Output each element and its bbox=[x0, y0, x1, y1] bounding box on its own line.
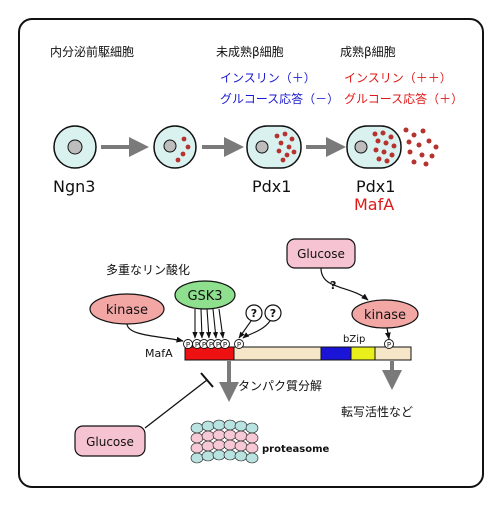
glucose-inhibition-line bbox=[144, 379, 208, 429]
glucose-question: ? bbox=[330, 279, 336, 292]
progenitor-title: 内分泌前駆細胞 bbox=[50, 45, 135, 59]
svg-text:P: P bbox=[216, 341, 220, 349]
question-arrow-2 bbox=[242, 320, 271, 339]
svg-text:P: P bbox=[387, 341, 391, 349]
immature-insulin: インスリン（＋） bbox=[220, 71, 316, 85]
immature-beta-cell bbox=[246, 125, 302, 169]
svg-text:kinase: kinase bbox=[364, 308, 406, 323]
progenitor-cell bbox=[53, 125, 97, 169]
transcription-label: 転写活性など bbox=[341, 405, 414, 419]
question-arrow-1 bbox=[238, 320, 252, 339]
svg-text:Glucose: Glucose bbox=[297, 247, 345, 261]
inhibition-bar bbox=[200, 372, 214, 388]
glucose-bottom-node: Glucose bbox=[74, 425, 146, 457]
kinase-right-arrow bbox=[385, 327, 391, 340]
proteasome-label: proteasome bbox=[262, 444, 330, 455]
immature-glucose-response: グルコース応答（－） bbox=[220, 92, 340, 106]
mafa-protein-bar bbox=[184, 346, 412, 361]
mature-mafa-label: MafA bbox=[354, 195, 395, 214]
intermediate-cell bbox=[153, 125, 197, 169]
svg-text:Glucose: Glucose bbox=[86, 435, 134, 449]
gsk3-arrows bbox=[192, 308, 225, 339]
kinase-left-arrow bbox=[126, 323, 184, 343]
gsk3-node: GSK3 bbox=[174, 280, 236, 310]
svg-text:?: ? bbox=[251, 307, 257, 320]
immature-pdx1-label: Pdx1 bbox=[252, 177, 292, 196]
glucose-top-node: Glucose bbox=[286, 238, 356, 269]
svg-text:P: P bbox=[237, 341, 241, 349]
bzip-leucine-domain bbox=[350, 346, 376, 361]
bzip-label: bZip bbox=[343, 334, 365, 345]
immature-title: 未成熟β細胞 bbox=[216, 45, 284, 59]
phosphorylation-label: 多重なリン酸化 bbox=[106, 263, 191, 277]
svg-text:P: P bbox=[209, 341, 213, 349]
figure-frame bbox=[18, 18, 484, 488]
svg-text:kinase: kinase bbox=[106, 303, 148, 318]
svg-text:P: P bbox=[195, 341, 199, 349]
bzip-basic-domain bbox=[320, 346, 352, 361]
svg-text:GSK3: GSK3 bbox=[187, 289, 222, 304]
ngn3-label: Ngn3 bbox=[53, 177, 96, 196]
degradation-label: タンパク質分解 bbox=[238, 379, 323, 393]
mature-insulin: インスリン（＋＋） bbox=[344, 71, 452, 85]
unknown-kinase-2: ? bbox=[264, 304, 282, 322]
kinase-right-node: kinase bbox=[351, 299, 419, 329]
mature-glucose-response: グルコース応答（＋） bbox=[344, 92, 464, 106]
mature-beta-cell bbox=[346, 125, 439, 169]
svg-text:?: ? bbox=[270, 307, 276, 320]
mature-pdx1-label: Pdx1 bbox=[356, 177, 396, 196]
mafa-protein-label: MafA bbox=[145, 347, 173, 360]
svg-text:P: P bbox=[223, 341, 227, 349]
phospho-sites: P P P P P P P P bbox=[183, 339, 394, 349]
mature-title: 成熟β細胞 bbox=[340, 45, 396, 59]
svg-text:P: P bbox=[186, 341, 190, 349]
kinase-left-node: kinase bbox=[89, 293, 165, 325]
glucose-to-kinase-arrow bbox=[320, 267, 369, 301]
unknown-kinase-1: ? bbox=[245, 304, 263, 322]
proteasome-icon bbox=[190, 419, 259, 464]
svg-text:P: P bbox=[202, 341, 206, 349]
